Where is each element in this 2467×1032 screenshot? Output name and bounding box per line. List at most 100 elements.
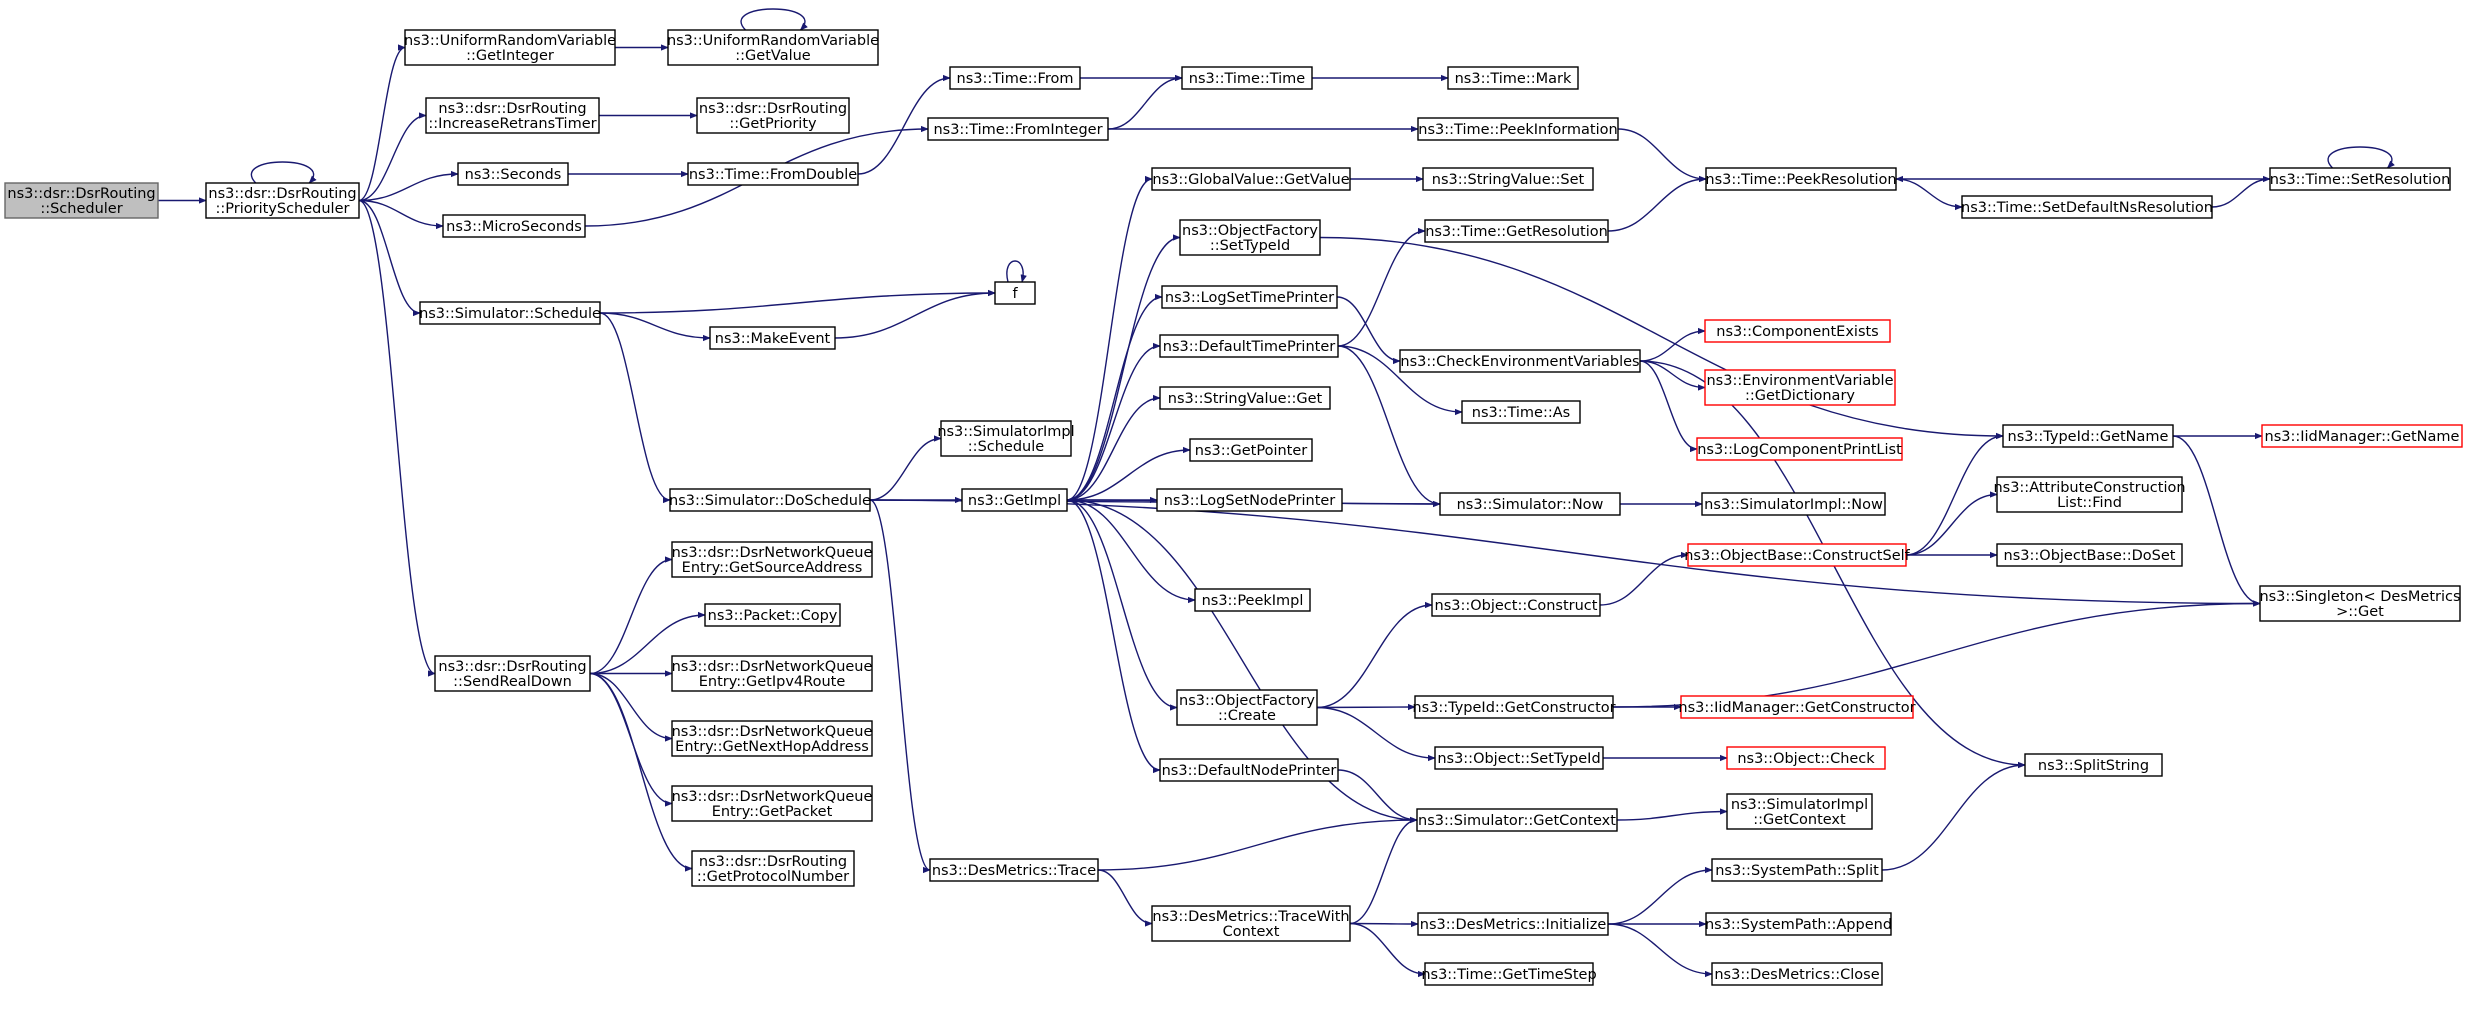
node-timetime[interactable]: ns3::Time::Time (1181, 66, 1313, 90)
node-label: ns3::Time::GetResolution (1425, 224, 1608, 240)
node-label: ns3::Simulator::DoSchedule (669, 493, 871, 509)
node-objsettypeid[interactable]: ns3::Object::SetTypeId (1434, 746, 1604, 770)
node-label: ::GetProtocolNumber (697, 869, 849, 885)
node-doset[interactable]: ns3::ObjectBase::DoSet (1996, 543, 2183, 567)
node-gvgetval[interactable]: ns3::GlobalValue::GetValue (1151, 167, 1351, 191)
node-ofsettypeid[interactable]: ns3::ObjectFactory::SetTypeId (1179, 219, 1321, 256)
node-makeevent[interactable]: ns3::MakeEvent (709, 326, 836, 350)
node-seconds[interactable]: ns3::Seconds (457, 162, 569, 186)
node-fnode[interactable]: f (994, 281, 1036, 305)
node-box (927, 117, 1109, 141)
node-timegetstep[interactable]: ns3::Time::GetTimeStep (1421, 962, 1597, 986)
node-getprio[interactable]: ns3::dsr::DsrRouting::GetPriority (696, 97, 850, 134)
call-edge-getimpl-to-deftimeprinter (1066, 342, 1161, 501)
node-syspathappend[interactable]: ns3::SystemPath::Append (1705, 912, 1892, 936)
node-svset[interactable]: ns3::StringValue::Set (1422, 167, 1594, 191)
node-syspathsplit[interactable]: ns3::SystemPath::Split (1711, 858, 1883, 882)
node-setdefres[interactable]: ns3::Time::SetDefaultNsResolution (1961, 195, 2213, 219)
node-getimpl[interactable]: ns3::GetImpl (961, 488, 1068, 512)
call-edge-priosched-to-sendrealdown (358, 199, 436, 677)
call-edge-getconstructor-to-singleton (1612, 600, 2261, 708)
node-label: ns3::dsr::DsrRouting (208, 186, 356, 202)
node-box (419, 301, 601, 325)
node-simschedule[interactable]: ns3::Simulator::Schedule (419, 301, 601, 325)
node-simgetctx[interactable]: ns3::Simulator::GetContext (1416, 808, 1618, 832)
call-edge-simschedule-to-makeevent (599, 312, 711, 342)
call-edge-dmtrace-to-dmtracewith (1097, 869, 1153, 927)
node-compexists[interactable]: ns3::ComponentExists (1704, 319, 1891, 343)
node-ofcreate[interactable]: ns3::ObjectFactory::Create (1176, 689, 1318, 726)
node-label: ns3::DefaultNodePrinter (1162, 763, 1337, 779)
node-peekres[interactable]: ns3::Time::PeekResolution (1705, 167, 1897, 191)
node-label: ns3::GlobalValue::GetValue (1152, 172, 1349, 188)
call-edge-sendrealdown-to-pktcopy (589, 611, 706, 675)
node-peekinfo[interactable]: ns3::Time::PeekInformation (1417, 117, 1619, 141)
node-iidgetname[interactable]: ns3::IidManager::GetName (2261, 424, 2463, 448)
node-logcompprint[interactable]: ns3::LogComponentPrintList (1696, 437, 1903, 461)
node-box (442, 214, 586, 238)
node-singleton[interactable]: ns3::Singleton< DesMetrics >::Get (2259, 585, 2461, 622)
node-urvgetint[interactable]: ns3::UniformRandomVariable::GetInteger (404, 29, 616, 66)
node-getconstructor[interactable]: ns3::TypeId::GetConstructor (1412, 695, 1616, 719)
node-label: ns3::dsr::DsrNetworkQueue (672, 789, 873, 805)
node-constructself[interactable]: ns3::ObjectBase::ConstructSelf (1684, 543, 1911, 567)
node-box (1996, 476, 2183, 513)
node-peekimpl[interactable]: ns3::PeekImpl (1194, 588, 1311, 612)
node-getresol[interactable]: ns3::Time::GetResolution (1424, 219, 1609, 243)
node-label: ns3::LogComponentPrintList (1697, 442, 1902, 458)
node-box (1179, 219, 1321, 256)
node-logsettime[interactable]: ns3::LogSetTimePrinter (1161, 285, 1338, 309)
node-label: Context (1223, 924, 1280, 940)
node-getsrcaddr[interactable]: ns3::dsr::DsrNetworkQueueEntry::GetSourc… (671, 541, 873, 578)
node-dmtrace[interactable]: ns3::DesMetrics::Trace (929, 858, 1099, 882)
node-iidgetconstructor[interactable]: ns3::IidManager::GetConstructor (1678, 695, 1916, 719)
node-objcheck[interactable]: ns3::Object::Check (1726, 746, 1886, 770)
node-fromdouble[interactable]: ns3::Time::FromDouble (687, 162, 859, 186)
node-getpacket[interactable]: ns3::dsr::DsrNetworkQueueEntry::GetPacke… (671, 785, 873, 822)
node-box (1417, 912, 1609, 936)
node-simnow[interactable]: ns3::Simulator::Now (1439, 492, 1621, 516)
node-dosched[interactable]: ns3::Simulator::DoSchedule (669, 488, 871, 512)
node-envgetdict[interactable]: ns3::EnvironmentVariable::GetDictionary (1704, 369, 1896, 406)
node-getnexthop[interactable]: ns3::dsr::DsrNetworkQueueEntry::GetNextH… (671, 720, 873, 757)
node-label: ns3::DesMetrics::Close (1714, 967, 1879, 983)
node-label: ns3::IidManager::GetName (2265, 429, 2460, 445)
node-svget[interactable]: ns3::StringValue::Get (1159, 386, 1331, 410)
node-label: ns3::DesMetrics::TraceWith (1152, 909, 1349, 925)
node-timeas[interactable]: ns3::Time::As (1461, 400, 1581, 424)
node-timefrom[interactable]: ns3::Time::From (949, 66, 1081, 90)
node-box (1704, 319, 1891, 343)
node-checkenv[interactable]: ns3::CheckEnvironmentVariables (1399, 349, 1641, 373)
node-box (1151, 905, 1351, 942)
node-microsec[interactable]: ns3::MicroSeconds (442, 214, 586, 238)
node-simimplsched[interactable]: ns3::SimulatorImpl::Schedule (937, 420, 1075, 457)
node-getpointer[interactable]: ns3::GetPointer (1189, 438, 1313, 462)
node-simimplnow[interactable]: ns3::SimulatorImpl::Now (1701, 492, 1886, 516)
node-timemark[interactable]: ns3::Time::Mark (1447, 66, 1579, 90)
node-getproto[interactable]: ns3::dsr::DsrRouting::GetProtocolNumber (691, 850, 855, 887)
node-dmclose[interactable]: ns3::DesMetrics::Close (1711, 962, 1883, 986)
call-edge-dmtracewith-to-simgetctx (1349, 816, 1418, 925)
node-splitstring[interactable]: ns3::SplitString (2024, 753, 2163, 777)
node-setres[interactable]: ns3::Time::SetResolution (2269, 167, 2451, 191)
node-dminit[interactable]: ns3::DesMetrics::Initialize (1417, 912, 1609, 936)
node-incretrans[interactable]: ns3::dsr::DsrRouting::IncreaseRetransTim… (425, 97, 600, 134)
call-edge-simgetctx-to-simimplgetctx (1616, 808, 1728, 821)
node-typeidgetname[interactable]: ns3::TypeId::GetName (2002, 424, 2174, 448)
node-priosched[interactable]: ns3::dsr::DsrRouting::PriorityScheduler (205, 182, 360, 219)
node-objconstruct[interactable]: ns3::Object::Construct (1431, 593, 1601, 617)
node-simimplgetctx[interactable]: ns3::SimulatorImpl::GetContext (1726, 793, 1873, 830)
call-edge-getimpl-to-svget (1066, 394, 1161, 501)
node-urvgetval[interactable]: ns3::UniformRandomVariable::GetValue (667, 29, 879, 66)
call-edge-deftimeprinter-to-getresol (1337, 227, 1426, 347)
node-fromint[interactable]: ns3::Time::FromInteger (927, 117, 1109, 141)
node-getipv4[interactable]: ns3::dsr::DsrNetworkQueueEntry::GetIpv4R… (671, 655, 873, 692)
node-defnodeprinter[interactable]: ns3::DefaultNodePrinter (1159, 758, 1339, 782)
node-logsetnode[interactable]: ns3::LogSetNodePrinter (1156, 488, 1343, 512)
node-pktcopy[interactable]: ns3::Packet::Copy (704, 603, 841, 627)
call-edge-getimpl-to-ofcreate (1066, 499, 1178, 711)
node-sendrealdown[interactable]: ns3::dsr::DsrRouting::SendRealDown (434, 655, 591, 692)
node-deftimeprinter[interactable]: ns3::DefaultTimePrinter (1159, 334, 1339, 358)
